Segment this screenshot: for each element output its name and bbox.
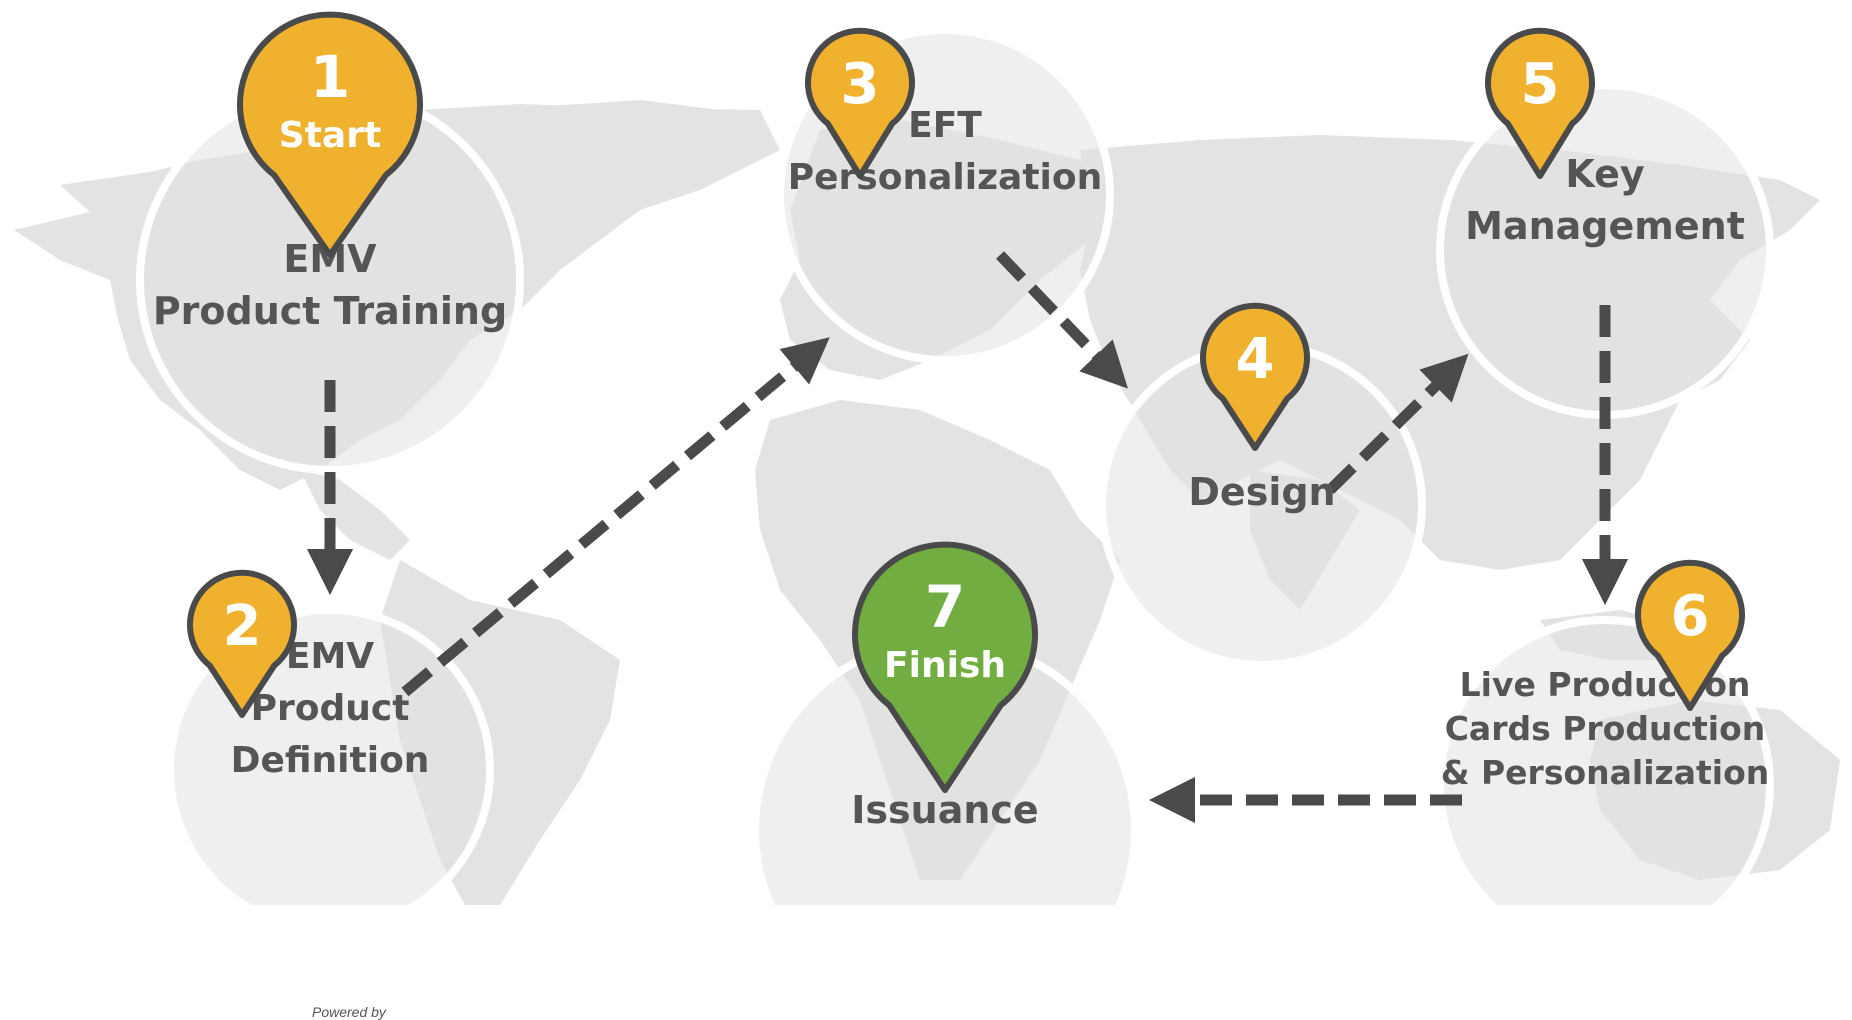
pin-shape-2 bbox=[187, 569, 297, 718]
step-title-6-line-3: & Personalization bbox=[1441, 753, 1770, 792]
step-title-1-line-2: Product Training bbox=[153, 289, 507, 333]
step-pin-6-icon: 6 bbox=[1635, 559, 1745, 711]
flow-arrow-4-to-5 bbox=[1326, 353, 1469, 494]
flow-arrows bbox=[306, 251, 1629, 824]
step-title-4-line-1: Design bbox=[1188, 470, 1335, 514]
pin-shape-5 bbox=[1485, 27, 1595, 179]
powered-by-label: Powered by bbox=[312, 1004, 386, 1020]
pin-shape-1 bbox=[237, 11, 423, 258]
step-pin-5-icon: 5 bbox=[1485, 27, 1595, 179]
pin-badge-7: Finish bbox=[884, 645, 1006, 686]
map-greenland bbox=[520, 100, 720, 210]
pin-number-5: 5 bbox=[1521, 52, 1560, 117]
pin-number-1: 1 bbox=[310, 43, 350, 111]
flow-arrow-3-to-4 bbox=[996, 251, 1128, 389]
pin-number-2: 2 bbox=[223, 594, 262, 659]
pin-shape-4 bbox=[1200, 302, 1310, 451]
flow-arrow-2-to-3 bbox=[401, 337, 830, 697]
pin-number-4: 4 bbox=[1236, 327, 1275, 392]
pin-badge-1: Start bbox=[279, 115, 381, 156]
step-title-3-line-2: Personalization bbox=[788, 157, 1102, 198]
step-pin-4-icon: 4 bbox=[1200, 302, 1310, 451]
step-title-5-line-1: Key bbox=[1565, 152, 1645, 196]
pin-number-3: 3 bbox=[841, 52, 880, 117]
map-central-america bbox=[300, 470, 410, 560]
bottom-fade bbox=[0, 905, 1852, 1018]
step-title-2-line-3: Definition bbox=[231, 740, 430, 781]
pin-number-6: 6 bbox=[1671, 584, 1710, 649]
pin-number-7: 7 bbox=[925, 573, 965, 641]
step-title-6-line-2: Cards Production bbox=[1445, 709, 1766, 748]
step-title-5-line-2: Management bbox=[1465, 204, 1745, 248]
step-title-2-line-1: EMV bbox=[286, 636, 374, 677]
step-title-2-line-2: Product bbox=[251, 688, 410, 729]
step-pin-3-icon: 3 bbox=[805, 27, 915, 179]
step-title-3-line-1: EFT bbox=[908, 105, 982, 146]
pin-shape-7 bbox=[852, 541, 1038, 793]
pin-shape-6 bbox=[1635, 559, 1745, 711]
pin-shape-3 bbox=[805, 27, 915, 179]
step-pin-2-icon: 2 bbox=[187, 569, 297, 718]
step-title-7-line-1: Issuance bbox=[851, 788, 1038, 832]
